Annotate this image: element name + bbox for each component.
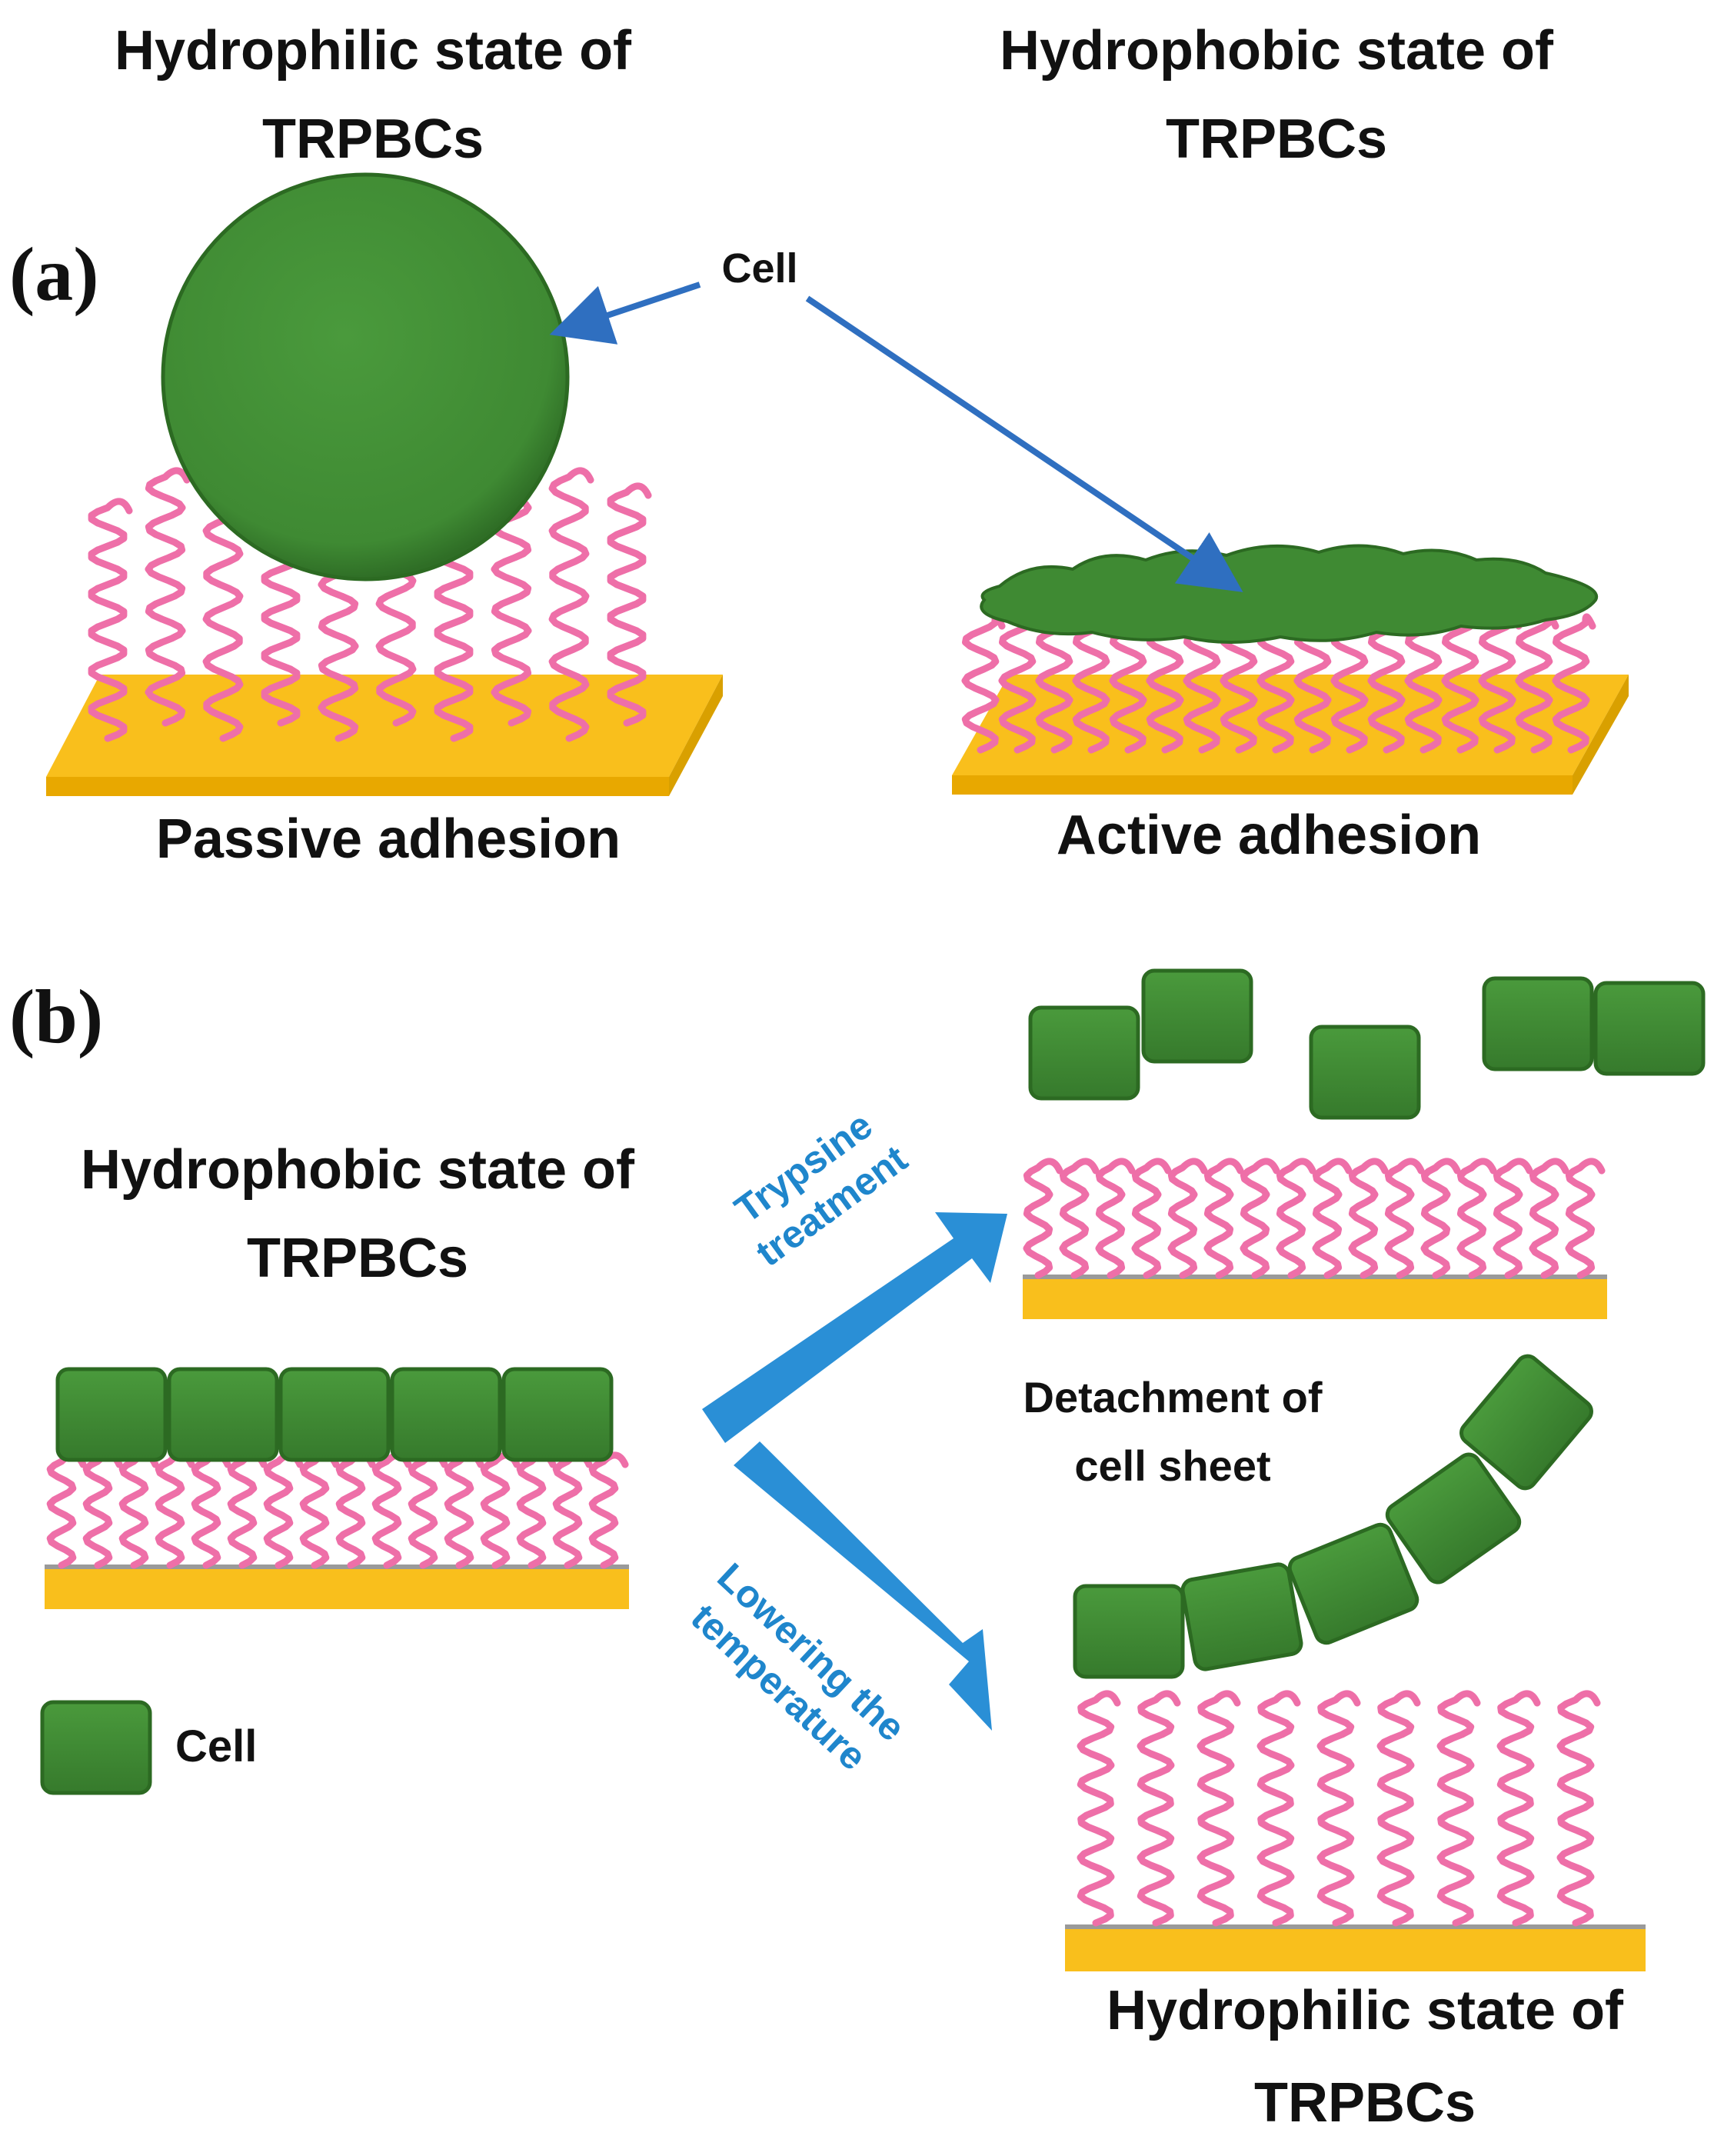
polymer-chain	[1529, 1158, 1569, 1279]
polymer-chain	[1203, 1158, 1244, 1279]
polymer-chain	[1493, 1158, 1533, 1279]
polymer-chain	[444, 1451, 484, 1569]
panel-b: (b) Hydrophobic state of TRPBCs Trypsine…	[9, 968, 1706, 2134]
polymer-chain	[1023, 1158, 1063, 1279]
polymer-chain	[1316, 1690, 1361, 1927]
panel-a-left-title-line1: Hydrophilic state of	[115, 20, 632, 82]
polymer-chain	[371, 1451, 412, 1569]
polymer-chain	[191, 1451, 231, 1569]
panel-a-left-title-line2: TRPBCs	[262, 108, 484, 170]
legend-cell-swatch	[40, 1700, 152, 1795]
polymer-chain	[588, 1451, 629, 1569]
polymer-chain	[1256, 1690, 1301, 1927]
cell-sheet-attached	[55, 1367, 614, 1462]
panel-a-right-title-line1: Hydrophobic state of	[1000, 20, 1554, 82]
polymer-chain	[1059, 1158, 1100, 1279]
panel-b-bottom-title-line2: TRPBCs	[1254, 2072, 1476, 2134]
polymer-chain	[1196, 1690, 1241, 1927]
polymer-chain	[263, 1451, 304, 1569]
panel-b-left-title-line2: TRPBCs	[247, 1228, 468, 1289]
cell-label-a: Cell	[721, 245, 797, 292]
polymer-chain	[155, 1451, 195, 1569]
legend: Cell	[40, 1700, 257, 1795]
polymer-chain	[408, 1451, 448, 1569]
polymer-chain	[118, 1451, 159, 1569]
polymer-chain	[1276, 1158, 1316, 1279]
active-adhesion-caption: Active adhesion	[1057, 805, 1481, 866]
polymer-chain	[1167, 1158, 1208, 1279]
bottom-right-polymer-brushes-b	[1077, 1690, 1601, 1927]
spread-cell	[980, 544, 1599, 644]
peeling-cell-sheet	[1073, 1354, 1593, 1679]
polymer-chain	[1456, 1158, 1497, 1279]
polymer-chain	[1496, 1690, 1541, 1927]
top-right-substrate-b	[1023, 1277, 1607, 1319]
legend-cell-label: Cell	[175, 1721, 257, 1771]
panel-a-right-title-line2: TRPBCs	[1166, 108, 1387, 170]
detachment-label-line2: cell sheet	[1074, 1441, 1270, 1490]
polymer-chain	[1312, 1158, 1353, 1279]
round-cell	[161, 172, 570, 581]
passive-adhesion-caption: Passive adhesion	[156, 808, 621, 870]
polymer-chain	[88, 498, 133, 742]
polymer-chain	[145, 467, 191, 727]
top-right-polymer-brushes-b	[1023, 1158, 1606, 1279]
polymer-chain	[1436, 1690, 1481, 1927]
polymer-chain	[607, 482, 652, 727]
polymer-chain	[299, 1451, 340, 1569]
cell-pointer-arrow-right	[805, 295, 1243, 592]
panel-b-label: (b)	[9, 974, 103, 1059]
left-substrate-b	[45, 1567, 629, 1609]
detachment-label-line1: Detachment of	[1023, 1373, 1323, 1421]
polymer-chain	[1240, 1158, 1280, 1279]
polymer-chain	[1376, 1690, 1421, 1927]
bottom-right-substrate-b	[1065, 1927, 1646, 1971]
cell-pointer-arrow-left	[549, 282, 701, 345]
panel-a: (a) Hydrophilic state of TRPBCs Hydropho…	[9, 20, 1629, 870]
detached-single-cells	[1028, 968, 1706, 1120]
polymer-chain	[548, 467, 594, 742]
polymer-chain	[1095, 1158, 1136, 1279]
panel-b-bottom-title-line1: Hydrophilic state of	[1107, 1980, 1624, 2041]
polymer-chain	[46, 1451, 87, 1569]
panel-a-label: (a)	[9, 232, 99, 317]
polymer-chain	[1420, 1158, 1461, 1279]
polymer-chain	[1556, 1690, 1601, 1927]
panel-b-left-title-line1: Hydrophobic state of	[81, 1139, 635, 1201]
polymer-chain	[335, 1451, 376, 1569]
polymer-chain	[1384, 1158, 1425, 1279]
polymer-chain	[1077, 1690, 1121, 1927]
polymer-chain	[516, 1451, 557, 1569]
polymer-chain	[1565, 1158, 1606, 1279]
polymer-chain	[480, 1451, 521, 1569]
polymer-chain	[1552, 613, 1596, 754]
left-polymer-brushes-b	[46, 1451, 629, 1569]
polymer-chain	[1137, 1690, 1181, 1927]
polymer-chain	[82, 1451, 123, 1569]
trypsin-arrow	[702, 1212, 1007, 1443]
polymer-chain	[227, 1451, 268, 1569]
polymer-chain	[1131, 1158, 1172, 1279]
polymer-chain	[552, 1451, 593, 1569]
polymer-chain	[1348, 1158, 1389, 1279]
lowering-temperature-arrow	[734, 1441, 992, 1731]
